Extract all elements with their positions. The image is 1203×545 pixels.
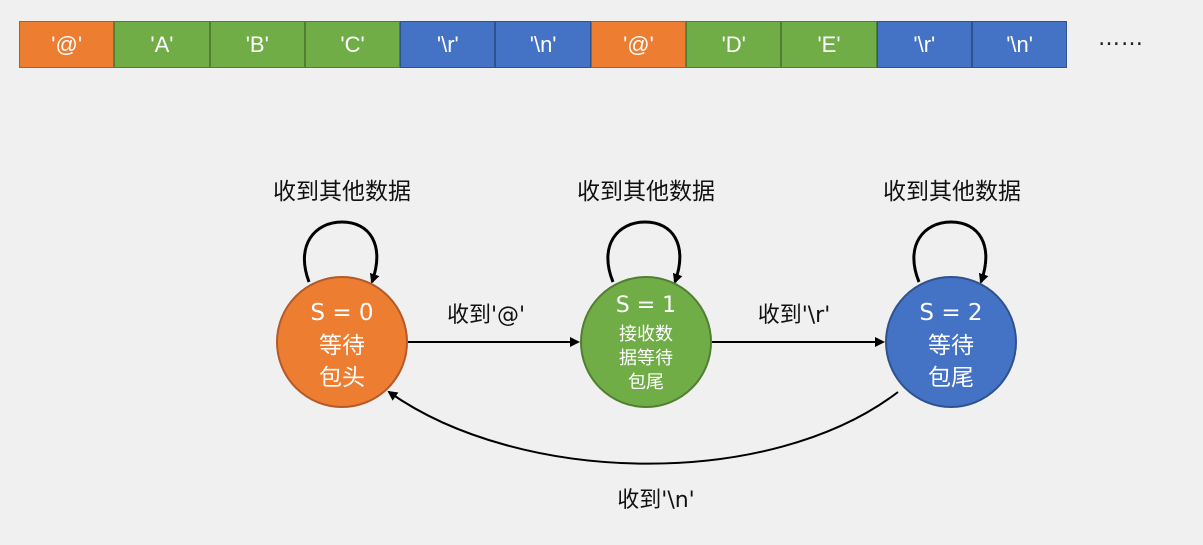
stream-cell: '@' [19,21,115,68]
state-s0-desc-1: 等待 [319,333,365,359]
self-loop-label-s2: 收到其他数据 [883,179,1021,205]
state-s2: S = 2 等待 包尾 [885,276,1017,408]
stream-cell: '@' [590,21,687,68]
label-s2-to-s0: 收到'\n' [617,488,694,513]
state-s2-desc-2: 包尾 [928,365,974,391]
stream-cell: 'C' [304,21,401,68]
self-loop-label-s0: 收到其他数据 [273,179,411,205]
stream-cell: 'B' [209,21,305,68]
state-s2-title: S = 2 [919,300,982,326]
state-s0: S = 0 等待 包头 [276,276,408,408]
self-loop-s1 [606,220,683,284]
stream-cell: '\r' [876,21,972,68]
label-s1-to-s2: 收到'\r' [758,303,831,328]
state-s1: S = 1 接收数 据等待 包尾 [580,276,712,408]
self-loop-s2 [912,220,989,284]
stream-cell: '\r' [400,21,496,68]
label-s0-to-s1: 收到'@' [447,303,525,328]
stream-cell: '\n' [971,21,1068,68]
state-s2-desc-1: 等待 [928,333,974,359]
byte-stream: '@''A''B''C''\r''\n''@''D''E''\r''\n' [19,21,1068,68]
state-s1-desc-1: 接收数 [619,324,673,345]
self-loop-s0 [302,220,380,284]
state-s1-title: S = 1 [616,293,676,318]
state-s0-title: S = 0 [310,300,373,326]
state-s0-desc-2: 包头 [319,365,365,391]
arrow-s2-to-s0 [387,390,899,465]
stream-cell: 'E' [781,21,877,68]
stream-cell: 'D' [686,21,782,68]
stream-cell: 'A' [114,21,210,68]
state-s1-desc-3: 包尾 [628,372,664,393]
state-s1-desc-2: 据等待 [619,348,673,369]
stream-cell: '\n' [495,21,591,68]
self-loop-label-s1: 收到其他数据 [577,179,715,205]
stream-ellipsis: …… [1098,26,1144,51]
